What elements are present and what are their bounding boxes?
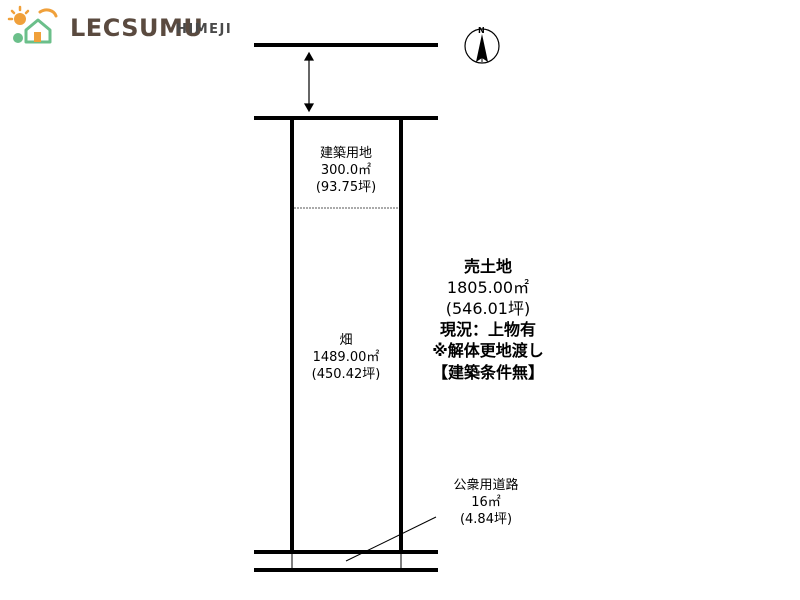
summary-condition: 【建築条件無】: [431, 362, 544, 382]
field-area-tsubo: (450.42坪): [311, 366, 381, 382]
building-land-area-tsubo: (93.75坪): [315, 179, 377, 195]
sun-icon: [7, 5, 30, 25]
brand-subname: HIMEJI: [176, 22, 233, 37]
house-icon: [13, 8, 58, 44]
north-arrow-icon: [464, 28, 500, 64]
north-label: N: [478, 26, 485, 35]
dimension-arrow-icon: [303, 51, 315, 113]
field-label: 畑 1489.00㎡ (450.42坪): [296, 333, 396, 384]
building-land-area-m2: 300.0㎡: [320, 162, 372, 178]
road-area-m2: 16㎡: [471, 494, 501, 510]
road-name: 公衆用道路: [453, 478, 519, 493]
summary-title: 売土地: [463, 257, 512, 276]
road-leader-line: [345, 516, 437, 562]
road-label: 公衆用道路 16㎡ (4.84坪): [436, 478, 536, 529]
field-name: 畑: [339, 333, 353, 348]
brand-name: LECSUMU: [70, 14, 204, 42]
summary-area-tsubo: (546.01坪): [445, 299, 531, 319]
summary-area-m2: 1805.00㎡: [446, 278, 530, 298]
lecsumu-logo: [7, 5, 58, 44]
sale-summary: 売土地 1805.00㎡ (546.01坪) 現況：上物有 ※解体更地渡し 【建…: [410, 256, 566, 383]
summary-status: 現況：上物有: [439, 320, 536, 340]
building-land-name: 建築用地: [319, 146, 372, 161]
building-land-label: 建築用地 300.0㎡ (93.75坪): [296, 146, 396, 197]
summary-note: ※解体更地渡し: [432, 341, 544, 361]
road-area-tsubo: (4.84坪): [459, 511, 513, 527]
field-area-m2: 1489.00㎡: [312, 349, 380, 365]
